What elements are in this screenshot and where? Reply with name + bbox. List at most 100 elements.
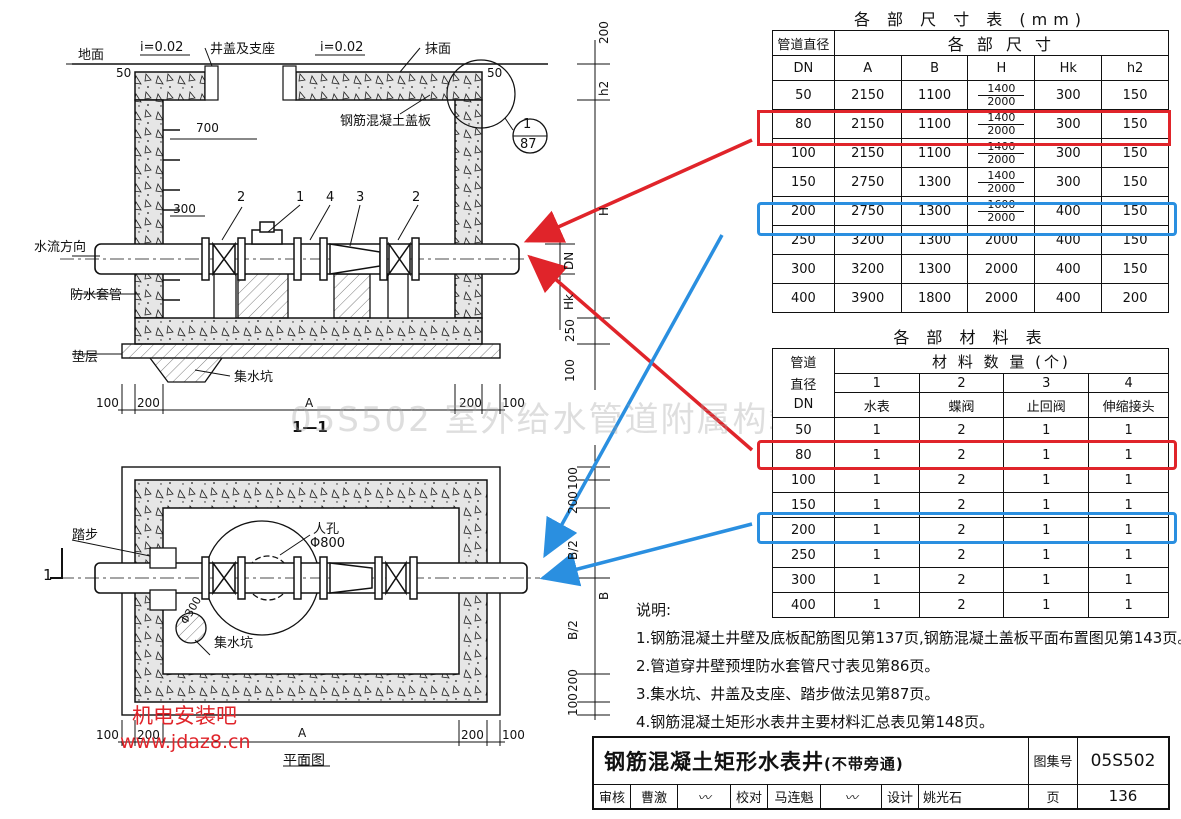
callout-bottom: 87 (520, 137, 537, 152)
cushion-layer (121, 343, 501, 359)
mat-cell-dn: 100 (772, 467, 835, 493)
highlight-dims-dn80 (757, 110, 1171, 146)
num-1: 1 (296, 190, 305, 205)
dims-cell-h2: 200 (1101, 283, 1169, 313)
plan-dim-200a: 200 (566, 491, 580, 514)
mat-cell-qty: 2 (918, 467, 1005, 493)
atlas-label: 图集号 (1028, 736, 1078, 785)
label-slope-right: i=0.02 (320, 40, 364, 55)
note-3: 3.集水坑、井盖及支座、踏步做法见第87页。 (636, 685, 940, 703)
dims-cell-h-bottom: 2000 (987, 152, 1016, 166)
mat-h-group: 材 料 数 量 (个) (833, 348, 1170, 374)
dim-50a: 50 (116, 66, 132, 80)
mat-cell-qty: 2 (918, 517, 1005, 543)
plan-dim-200c: 200 (137, 728, 160, 742)
watermark-url: www.jdaz8.cn (120, 731, 251, 753)
mat-cell-qty: 1 (833, 567, 920, 593)
plan-dim-A: A (298, 726, 307, 740)
base-slab (134, 317, 483, 345)
highlight-arrows (523, 138, 754, 587)
dims-col-DN: DN (772, 55, 835, 81)
mat-cell-qty: 2 (918, 567, 1005, 593)
label-flow-direction: 水流方向 (34, 240, 87, 255)
title-block: 钢筋混凝土矩形水表井(不带旁通) 图集号 05S502 审核 曹激 〰 校对 马… (592, 736, 1170, 810)
dims-col-A: A (833, 55, 902, 81)
dims-cell-b: 1800 (900, 283, 969, 313)
checker-name: 马连魁 (767, 783, 821, 810)
watermark-cn: 机电安装吧 (132, 704, 237, 728)
label-sleeve: 防水套管 (70, 288, 123, 303)
dims-cell-b: 1300 (900, 196, 969, 226)
plan-view (50, 445, 610, 767)
dims-cell-dn: 300 (772, 254, 835, 284)
dims-col-B: B (900, 55, 969, 81)
dims-h-pipe: 管道直径 (772, 30, 835, 56)
notes: 说明: 1.钢筋混凝土井壁及底板配筋图见第137页,钢筋混凝土盖板平面布置图见第… (636, 596, 1181, 736)
mat-cell-qty: 1 (1088, 542, 1169, 568)
dims-cell-h2: 150 (1101, 109, 1169, 139)
dims-cell-hk: 300 (1034, 80, 1103, 110)
dims-cell-dn: 150 (772, 167, 835, 197)
notes-heading: 说明: (636, 601, 672, 619)
mat-cell-qty: 2 (918, 592, 1005, 618)
plan-dim-100c: 100 (96, 728, 119, 742)
mat-cell-qty: 1 (1088, 467, 1169, 493)
cover-slab-left (134, 71, 206, 101)
dims-col-h2: h2 (1101, 55, 1169, 81)
label-cover-support: 井盖及支座 (210, 42, 276, 57)
plan-dim-200b: 200 (566, 669, 580, 692)
mat-h-pipe1: 管道 (772, 348, 835, 374)
dims-cell-dn: 50 (772, 80, 835, 110)
dims-cell-dn: 400 (772, 283, 835, 313)
mat-cell-qty: 2 (918, 417, 1005, 443)
mat-cell-dn: 300 (772, 567, 835, 593)
plan-dim-100b: 100 (566, 693, 580, 716)
watermark-center: 05S502 室外给水管道附属构筑物 (290, 400, 841, 440)
dims-cell-a: 2750 (833, 196, 902, 226)
highlight-dims-dn200 (757, 202, 1177, 236)
dims-cell-h: 2000 (967, 225, 1036, 255)
dim-250: 250 (563, 319, 577, 342)
dims-cell-a: 2750 (833, 167, 902, 197)
dims-cell-a: 3900 (833, 283, 902, 313)
review-label: 审核 (592, 783, 631, 810)
label-manhole: 人孔 (313, 522, 340, 537)
mat-cell-dn: 400 (772, 592, 835, 618)
mat-cell-qty: 1 (833, 417, 920, 443)
dims-cell-h2: 150 (1101, 196, 1169, 226)
label-ground: 地面 (78, 48, 105, 63)
dims-cell-hk: 400 (1034, 283, 1103, 313)
mat-h-pipe2: 直径 (772, 373, 835, 393)
dim-200a: 200 (137, 396, 160, 410)
dim-H: H (597, 206, 611, 216)
dims-cell-b: 1100 (900, 80, 969, 110)
num-2b: 2 (412, 190, 421, 205)
dims-cell-a: 3200 (833, 254, 902, 284)
dims-cell-h-top: 1400 (978, 111, 1025, 125)
dims-cell-h2: 150 (1101, 80, 1169, 110)
num-3: 3 (356, 190, 365, 205)
note-4: 4.钢筋混凝土矩形水表井主要材料汇总表见第148页。 (636, 713, 994, 731)
mat-cell-dn: 50 (772, 417, 835, 443)
dims-cell-h-top: 1400 (978, 169, 1025, 183)
dim-50b: 50 (487, 66, 503, 80)
mat-num-1: 1 (833, 373, 920, 393)
designer-name: 姚光石 (918, 783, 1029, 810)
materials-table-block: 各 部 材 料 表 管道 材 料 数 量 (个) 直径 1 2 3 4 DN 水… (772, 324, 1170, 618)
dim-700: 700 (196, 121, 219, 135)
dims-cell-b: 1100 (900, 109, 969, 139)
mat-name-3: 止回阀 (1003, 392, 1090, 418)
atlas-number: 05S502 (1077, 736, 1170, 785)
materials-table: 管道 材 料 数 量 (个) 直径 1 2 3 4 DN 水表 蝶阀 止回阀 伸… (772, 348, 1170, 618)
mat-num-4: 4 (1088, 373, 1169, 393)
cover-slab-right (295, 71, 483, 101)
dims-cell-h-bottom: 2000 (987, 210, 1016, 224)
